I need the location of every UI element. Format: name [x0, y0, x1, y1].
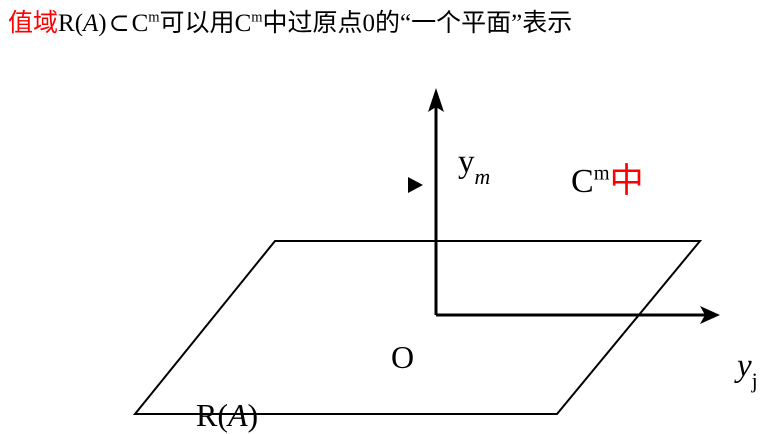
space-label-exponent: m — [593, 162, 610, 185]
horizontal-axis-label-subscript: j — [751, 369, 758, 394]
caption-range-prefix: R( — [58, 10, 84, 37]
plane-parallelogram — [132, 240, 703, 415]
caption-space-c-1: C — [131, 10, 149, 37]
plane-label-suffix: ) — [247, 397, 259, 433]
origin-label: O — [391, 339, 415, 375]
caption-space-c-2-exponent: m — [251, 9, 263, 26]
caption-quoted-term: 一个平面 — [411, 10, 512, 37]
plane-label-prefix: R( — [196, 397, 228, 433]
plane-label: R(A) — [196, 397, 258, 434]
plane-label-operator: A — [228, 397, 248, 433]
space-label-chinese: 中 — [609, 163, 644, 200]
space-label: Cm中 — [571, 153, 644, 202]
horizontal-axis-label: yj — [737, 348, 758, 392]
caption-operator-A: A — [83, 10, 99, 37]
caption-red-term: 值域 — [8, 10, 59, 37]
vertical-axis-arrowhead — [428, 88, 444, 112]
vertical-axis-label: ym — [458, 144, 490, 188]
caption-tail: 表示 — [522, 10, 573, 37]
horizontal-axis-arrowhead — [700, 306, 720, 324]
caption-space-c-2: C — [234, 10, 252, 37]
subset-symbol: ⊂ — [108, 10, 130, 37]
geometry-svg — [132, 88, 720, 415]
space-label-base: C — [571, 163, 594, 200]
play-triangle-marker — [408, 177, 423, 193]
caption-space-c-1-exponent: m — [148, 9, 160, 26]
horizontal-axis-label-base: y — [737, 348, 752, 384]
vertical-axis-label-subscript: m — [474, 165, 491, 190]
caption-quote-close: ” — [511, 10, 523, 37]
caption-quote-open: “ — [400, 10, 412, 37]
diagram-canvas: ym Cm中 O yj R(A) — [0, 56, 779, 433]
caption-middle-1: 可以用 — [159, 10, 235, 37]
caption-line: 值域R(A)⊂Cm可以用Cm中过原点0的“一个平面”表示 — [8, 9, 572, 39]
caption-middle-2: 中过原点0的 — [262, 10, 401, 37]
vertical-axis-label-base: y — [458, 144, 475, 180]
caption-range-suffix: ) — [98, 10, 107, 37]
